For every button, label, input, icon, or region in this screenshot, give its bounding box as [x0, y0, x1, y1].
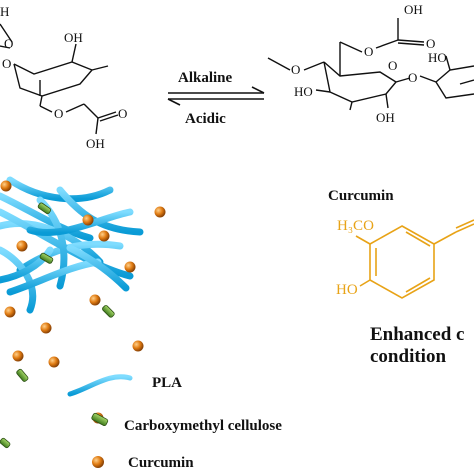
curcumin-ball: [4, 306, 16, 318]
curcumin-hydroxyl: HO: [336, 282, 358, 298]
right-ho-left: HO: [294, 84, 313, 99]
cmc-rod: [0, 437, 11, 449]
left-molecule: [0, 23, 119, 135]
alkaline-label: Alkaline: [178, 70, 233, 86]
right-ho-top: HO: [428, 50, 447, 65]
left-top-o: O: [4, 36, 13, 51]
left-ring-o: O: [2, 56, 11, 71]
curcumin-ball: [154, 206, 166, 218]
right-methoxy-o: O: [291, 62, 300, 77]
curcumin-ball: [98, 230, 110, 242]
left-acid-oh: OH: [86, 136, 105, 151]
cmc-rod: [39, 252, 54, 264]
legend-cmc-label: Carboxymethyl cellulose: [124, 418, 282, 434]
curcumin-ball: [132, 340, 144, 352]
legend-cmc-swatch: [91, 412, 109, 426]
curcumin-ball: [124, 261, 136, 273]
right-molecule: [267, 18, 474, 111]
curcumin-ball: [12, 350, 24, 362]
right-acid-oh: OH: [404, 2, 423, 17]
curcumin-ball: [48, 356, 60, 368]
pla-fiber-cluster: [0, 176, 144, 314]
curcumin-structure: [355, 219, 474, 299]
cmc-rod: [102, 305, 115, 318]
equilibrium-arrows: [167, 86, 265, 106]
cmc-rods: [0, 202, 115, 449]
caption-line-2: condition: [370, 346, 446, 367]
caption-line-1: Enhanced c: [370, 324, 465, 345]
right-ring-o: O: [388, 58, 397, 73]
left-top-h: H: [0, 4, 9, 19]
right-oh-bottom: OH: [376, 110, 395, 125]
legend-curcumin-label: Curcumin: [128, 455, 194, 471]
curcumin-particles: [0, 180, 166, 424]
curcumin-title: Curcumin: [328, 188, 394, 204]
legend-pla-label: PLA: [152, 375, 182, 391]
right-glycosidic-o: O: [408, 70, 417, 85]
curcumin-methoxy: H₃CO: [337, 218, 374, 234]
curcumin-ball: [82, 214, 94, 226]
curcumin-ball: [0, 180, 12, 192]
left-carbonyl-o: O: [118, 106, 127, 121]
legend-curcumin-swatch: [92, 456, 104, 468]
left-oh: OH: [64, 30, 83, 45]
legend-pla-swatch: [67, 374, 133, 397]
right-ether-o: O: [364, 44, 373, 59]
curcumin-ball: [16, 240, 28, 252]
left-ether-o: O: [54, 106, 63, 121]
right-carbonyl-o: O: [426, 36, 435, 51]
acidic-label: Acidic: [185, 111, 226, 127]
cmc-rod: [16, 368, 29, 382]
curcumin-ball: [40, 322, 52, 334]
legend: PLA Carboxymethyl cellulose Curcumin: [67, 374, 282, 471]
cmc-rod: [37, 202, 52, 215]
curcumin-ball: [89, 294, 101, 306]
